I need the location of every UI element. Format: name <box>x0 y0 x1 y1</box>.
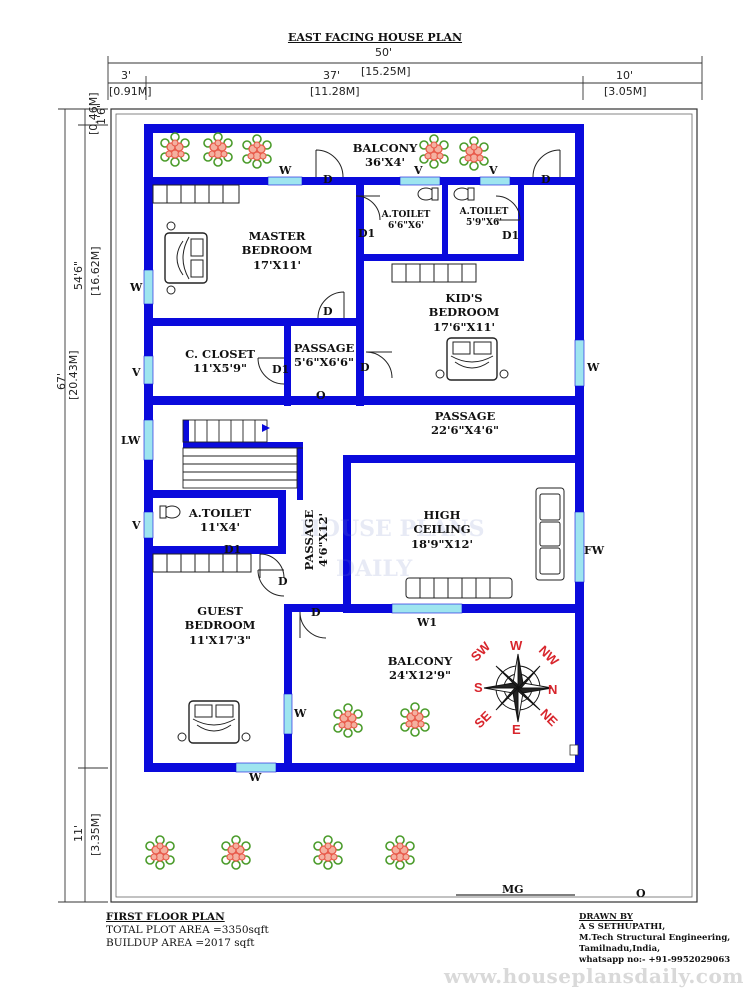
dim-seg-right: 10' <box>616 69 634 82</box>
wide-window-label: W1 <box>417 616 438 629</box>
credit-name: A S SETHUPATHI, <box>579 922 666 932</box>
dim-seg-right-m: [3.05M] <box>604 85 647 98</box>
opening-label: O <box>636 887 646 900</box>
compass-west: W <box>510 638 523 653</box>
door-label: D <box>541 173 551 186</box>
credit-label: DRAWN BY <box>579 912 633 922</box>
door-small-label: D1 <box>224 543 242 556</box>
website-url: www.houseplansdaily.com <box>444 964 744 988</box>
dim-total-width-m: [15.25M] <box>361 65 411 78</box>
dim-seg-left-m: [0.91M] <box>109 85 152 98</box>
window-label: W <box>279 164 292 177</box>
dim-total-length-m: [20.43M] <box>67 350 80 400</box>
door-label: D <box>323 305 333 318</box>
door-small-label: D1 <box>358 227 376 240</box>
ventilator-label: V <box>132 519 141 532</box>
buildup-area: BUILDUP AREA =2017 sqft <box>106 937 255 949</box>
dim-side-top: 1'6" <box>95 102 108 125</box>
window-label: W <box>294 707 307 720</box>
dim-side-main-m: [16.62M] <box>89 246 102 296</box>
plot-area: TOTAL PLOT AREA =3350sqft <box>106 924 269 936</box>
door-label: D <box>311 606 321 619</box>
compass-south: S <box>474 680 483 695</box>
dim-total-width: 50' <box>375 46 393 59</box>
credit-qualification: M.Tech Structural Engineering, <box>579 933 731 943</box>
watermark-text-1: HOUSE PLANS <box>300 516 485 542</box>
credit-contact: whatsapp no:- +91-9952029063 <box>579 955 731 965</box>
ventilator-label: V <box>489 164 498 177</box>
large-window-label: LW <box>121 434 141 447</box>
dim-seg-mid-m: [11.28M] <box>310 85 360 98</box>
opening-label: O <box>316 389 326 402</box>
door-label: D <box>278 575 288 588</box>
ventilator-label: V <box>414 164 423 177</box>
dim-seg-left: 3' <box>121 69 132 82</box>
dim-seg-mid: 37' <box>323 69 341 82</box>
dim-side-main: 54'6" <box>72 260 85 290</box>
french-window-label: FW <box>584 544 605 557</box>
door-label: D <box>323 173 333 186</box>
credit-location: Tamilnadu,India, <box>579 944 661 954</box>
dim-side-bottom: 11' <box>72 824 85 842</box>
ventilator-label: V <box>132 366 141 379</box>
window-label: W <box>249 771 262 784</box>
door-small-label: D1 <box>272 363 290 376</box>
door-small-label: D1 <box>502 229 520 242</box>
compass-north: N <box>548 682 558 697</box>
compass-east: E <box>512 722 521 737</box>
main-gate-label: MG <box>502 883 524 896</box>
dim-side-bottom-m: [3.35M] <box>89 813 102 856</box>
plan-name: FIRST FLOOR PLAN <box>106 911 225 923</box>
door-label: D <box>360 361 370 374</box>
page-title: EAST FACING HOUSE PLAN <box>287 31 463 44</box>
window-label: W <box>130 281 143 294</box>
watermark-text-2: DAILY <box>336 556 413 582</box>
dim-total-length: 67' <box>55 372 68 390</box>
window-label: W <box>587 361 600 374</box>
